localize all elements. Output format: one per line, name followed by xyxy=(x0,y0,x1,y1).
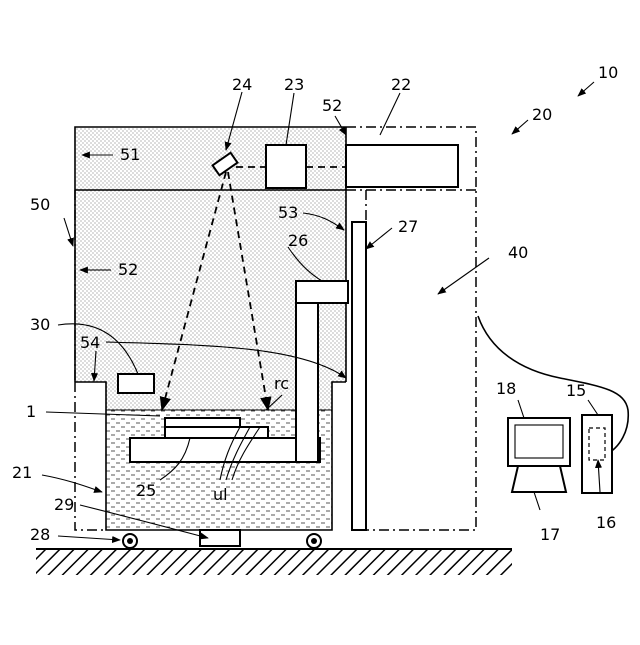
label-27: 27 xyxy=(398,217,418,236)
label-29: 29 xyxy=(54,495,74,514)
label-51: 51 xyxy=(120,145,140,164)
label-20: 20 xyxy=(532,105,552,124)
coater-unit xyxy=(118,374,154,393)
label-25: 25 xyxy=(136,481,156,500)
computer xyxy=(508,415,612,493)
label-rc: rc xyxy=(274,374,289,393)
label-17: 17 xyxy=(540,525,560,544)
tank-base xyxy=(123,530,321,548)
label-28: 28 xyxy=(30,525,50,544)
label-21: 21 xyxy=(12,463,32,482)
label-16: 16 xyxy=(596,513,616,532)
label-50: 50 xyxy=(30,195,50,214)
label-52-top: 52 xyxy=(322,96,342,115)
label-18: 18 xyxy=(496,379,516,398)
label-40: 40 xyxy=(508,243,528,262)
label-24: 24 xyxy=(232,75,252,94)
label-23: 23 xyxy=(284,75,304,94)
ground xyxy=(36,549,512,575)
laser-box xyxy=(266,145,306,188)
label-54: 54 xyxy=(80,333,100,352)
label-22: 22 xyxy=(391,75,411,94)
label-52-side: 52 xyxy=(118,260,138,279)
label-53: 53 xyxy=(278,203,298,222)
partition xyxy=(352,222,366,530)
label-ul: ul xyxy=(213,485,228,504)
label-26: 26 xyxy=(288,231,308,250)
label-15: 15 xyxy=(566,381,586,400)
label-30: 30 xyxy=(30,315,50,334)
label-1: 1 xyxy=(26,402,36,421)
label-10: 10 xyxy=(598,63,618,82)
light-source xyxy=(346,145,458,187)
